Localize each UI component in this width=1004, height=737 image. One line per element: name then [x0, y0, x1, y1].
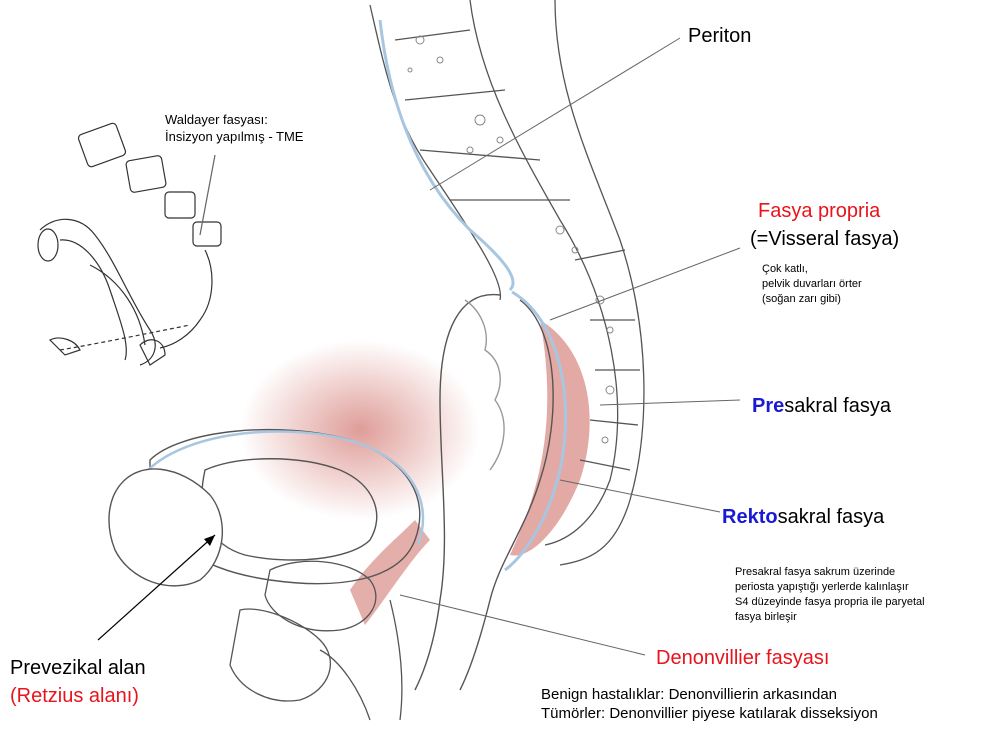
label-benign: Benign hastalıklar: Denonvillierin arkas… [541, 686, 837, 703]
denonvillier-shade [350, 520, 430, 625]
peritoneum-line [380, 20, 513, 290]
label-waldayer-title: Waldayer fasyası: [165, 113, 268, 128]
label-prevezikal: Prevezikal alan [10, 657, 146, 680]
label-waldayer-detail: İnsizyon yapılmış - TME [165, 130, 303, 145]
label-retzius: (Retzius alanı) [10, 685, 139, 708]
label-cok-katli-2: pelvik duvarları örter [762, 277, 862, 291]
label-note-3: S4 düzeyinde fasya propria ile paryetal [735, 595, 925, 609]
label-periton: Periton [688, 25, 751, 48]
pointer-rektosakral [560, 480, 720, 512]
label-visseral-fasya: (=Visseral fasya) [750, 228, 899, 251]
label-presakral-fasya: Presakral fasya [752, 395, 891, 418]
label-cok-katli-3: (soğan zarı gibi) [762, 292, 841, 306]
label-note-2: periosta yapıştığı yerlerde kalınlaşır [735, 580, 909, 594]
inset-diagram [38, 122, 221, 365]
label-tumor: Tümörler: Denonvillier piyese katılarak … [541, 705, 878, 722]
label-rektosakral-fasya: Rektosakral fasya [722, 506, 884, 529]
pointer-presakral [600, 400, 740, 405]
label-fasya-propria: Fasya propria [758, 200, 880, 223]
label-presakral-rest: sakral fasya [784, 395, 891, 417]
label-rekto-prefix: Rekto [722, 506, 778, 528]
label-denonvillier: Denonvillier fasyası [656, 647, 829, 670]
label-presakral-prefix: Pre [752, 395, 784, 417]
label-note-1: Presakral fasya sakrum üzerinde [735, 565, 895, 579]
pointer-periton [430, 38, 680, 190]
label-note-4: fasya birleşir [735, 610, 797, 624]
pubic-bone [109, 469, 222, 586]
label-rekto-rest: sakral fasya [778, 506, 885, 528]
label-cok-katli-1: Çok katlı, [762, 262, 808, 276]
